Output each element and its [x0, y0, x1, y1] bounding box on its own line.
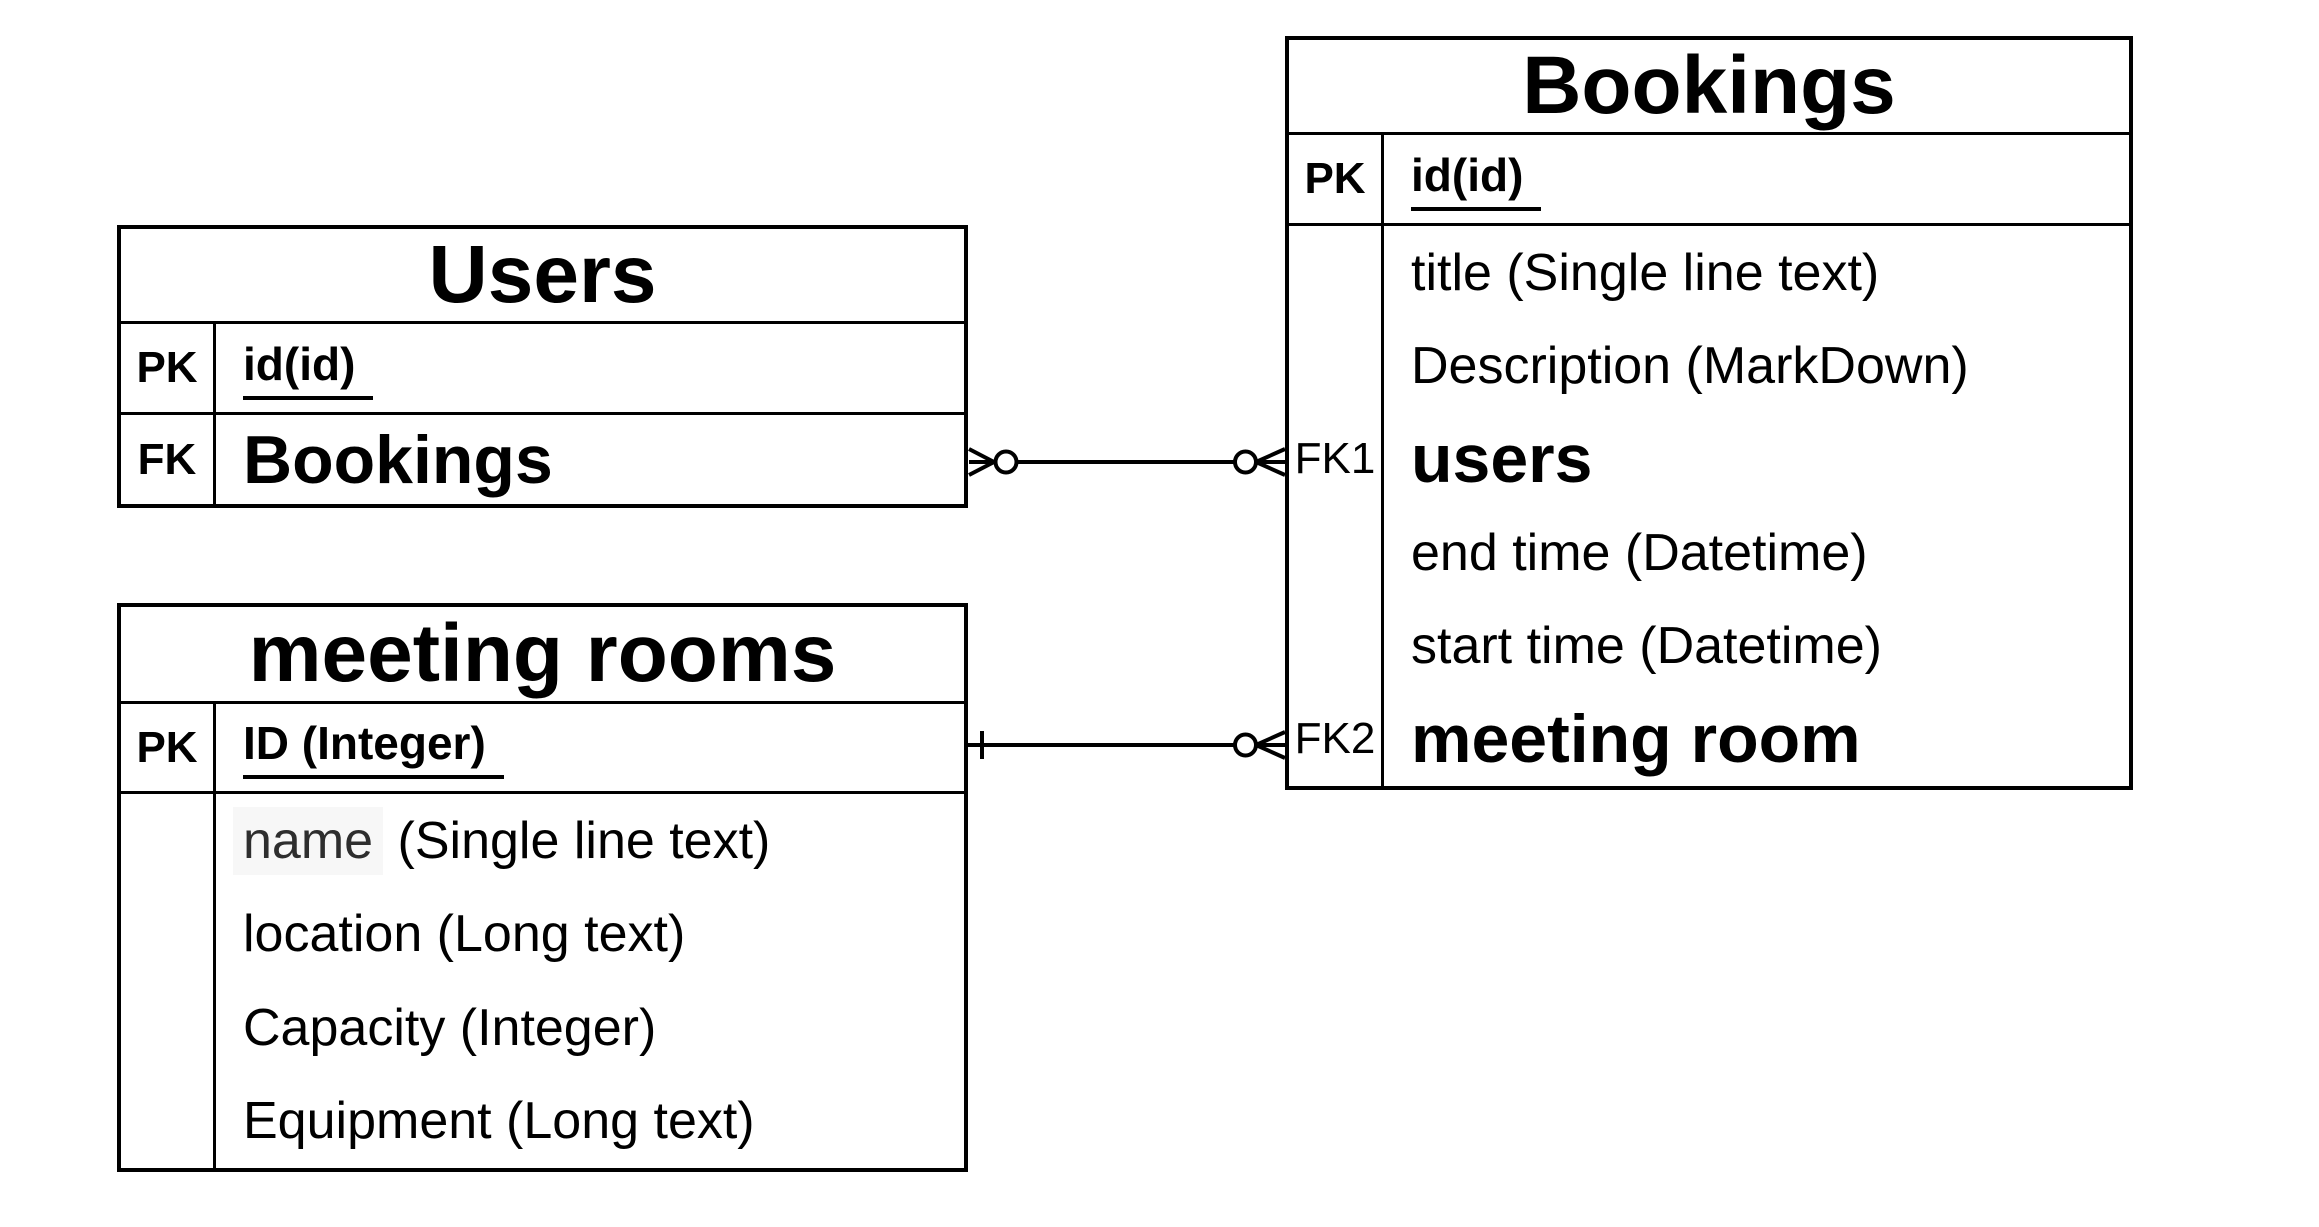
entity-bookings-title[interactable]: Bookings: [1289, 40, 2129, 135]
users-fk-row[interactable]: FK Bookings: [121, 415, 964, 504]
entity-meeting-rooms-title[interactable]: meeting rooms: [121, 607, 964, 704]
bookings-key-blank: [1289, 505, 1384, 600]
relationship-meeting-rooms-bookings[interactable]: [968, 705, 1286, 785]
meeting-rooms-pk-key-label: PK: [121, 704, 216, 791]
meeting-rooms-pk-row[interactable]: PK ID (Integer): [121, 704, 964, 794]
bookings-pk-row[interactable]: PK id(id): [1289, 135, 2129, 226]
zero-or-many-marker-icon: [1233, 447, 1286, 477]
bookings-field-row-users[interactable]: FK1 users: [1289, 412, 2129, 506]
bookings-field-description: Description (MarkDown): [1411, 336, 1969, 395]
bookings-field-row-end-time[interactable]: end time (Datetime): [1289, 505, 2129, 600]
entity-users-title[interactable]: Users: [121, 229, 964, 324]
bookings-fk1-key-label: FK1: [1289, 412, 1384, 506]
bookings-field-row-meeting-room[interactable]: FK2 meeting room: [1289, 692, 2129, 786]
entity-users[interactable]: Users PK id(id) FK Bookings: [117, 225, 968, 508]
users-fk-key-label: FK: [121, 415, 216, 504]
bookings-field-row-start-time[interactable]: start time (Datetime): [1289, 599, 2129, 693]
meeting-rooms-field-name: name (Single line text): [216, 794, 964, 888]
users-field-bookings: Bookings: [243, 421, 553, 498]
zero-or-many-marker-icon: [968, 447, 1019, 477]
meeting-rooms-field-row-name[interactable]: name (Single line text): [121, 794, 964, 888]
highlighted-text: name: [233, 806, 384, 875]
bookings-field-meeting-room: meeting room: [1411, 701, 1861, 778]
meeting-rooms-key-blank: [121, 794, 216, 888]
entity-bookings[interactable]: Bookings PK id(id) title (Single line te…: [1285, 36, 2133, 790]
bookings-field-row-title[interactable]: title (Single line text): [1289, 226, 2129, 320]
meeting-rooms-pk-field: ID (Integer): [243, 716, 504, 779]
bookings-field-row-description[interactable]: Description (MarkDown): [1289, 319, 2129, 413]
users-pk-field: id(id): [243, 337, 374, 400]
meeting-rooms-field-equipment: Equipment (Long text): [243, 1092, 755, 1151]
bookings-pk-key-label: PK: [1289, 135, 1384, 223]
meeting-rooms-key-blank: [121, 981, 216, 1075]
field-name-suffix: (Single line text): [383, 811, 771, 870]
meeting-rooms-field-capacity: Capacity (Integer): [243, 998, 657, 1057]
bookings-key-blank: [1289, 319, 1384, 413]
bookings-field-start-time: start time (Datetime): [1411, 616, 1882, 675]
bookings-key-blank: [1289, 226, 1384, 320]
entity-meeting-rooms[interactable]: meeting rooms PK ID (Integer) name (Sing…: [117, 603, 968, 1172]
bookings-fk2-key-label: FK2: [1289, 692, 1384, 786]
meeting-rooms-field-location: location (Long text): [243, 905, 686, 964]
bookings-field-title: title (Single line text): [1411, 243, 1880, 302]
meeting-rooms-field-row-capacity[interactable]: Capacity (Integer): [121, 981, 964, 1075]
bookings-field-users: users: [1411, 421, 1593, 498]
meeting-rooms-field-row-equipment[interactable]: Equipment (Long text): [121, 1074, 964, 1168]
meeting-rooms-field-list: name (Single line text) location (Long t…: [121, 794, 964, 1168]
meeting-rooms-field-row-location[interactable]: location (Long text): [121, 887, 964, 981]
meeting-rooms-key-blank: [121, 887, 216, 981]
meeting-rooms-key-blank: [121, 1074, 216, 1168]
relationship-users-bookings[interactable]: [968, 422, 1286, 502]
bookings-field-end-time: end time (Datetime): [1411, 523, 1868, 582]
zero-or-many-marker-icon: [1233, 730, 1286, 760]
bookings-field-list: title (Single line text) Description (Ma…: [1289, 226, 2129, 786]
bookings-pk-field: id(id): [1411, 148, 1542, 211]
users-pk-key-label: PK: [121, 324, 216, 412]
users-pk-row[interactable]: PK id(id): [121, 324, 964, 415]
bookings-key-blank: [1289, 599, 1384, 693]
